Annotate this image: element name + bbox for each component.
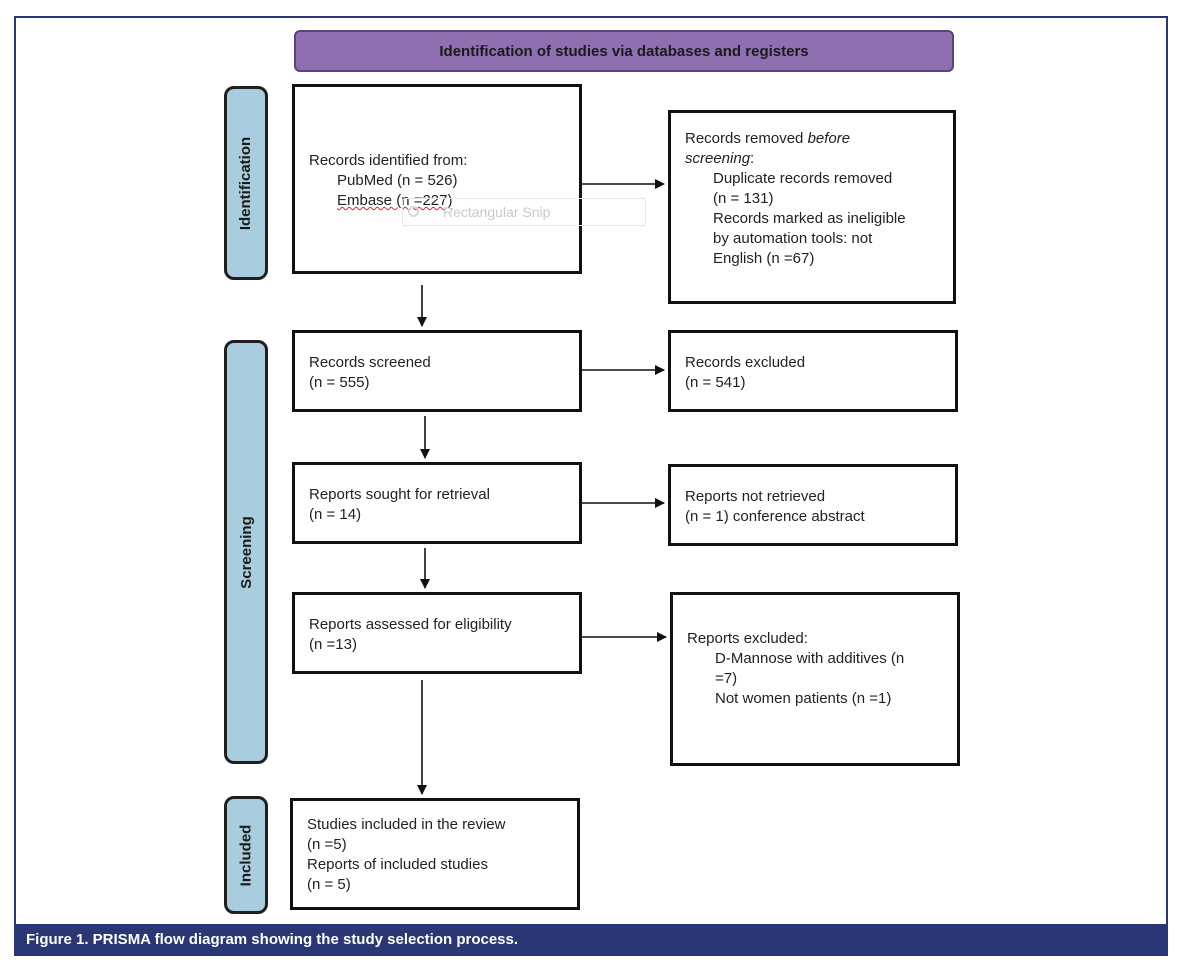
header-title: Identification of studies via databases …	[439, 42, 809, 60]
box-records-identified: Records identified from: PubMed (n = 526…	[292, 84, 582, 274]
records-removed-line3: Duplicate records removed	[713, 170, 893, 187]
reports-sought-line2: (n = 14)	[309, 506, 362, 523]
records-removed-line2-post: :	[750, 150, 755, 167]
records-removed-line1-em: before	[807, 130, 851, 147]
studies-included-line1: Studies included in the review	[307, 816, 506, 833]
studies-included-line2: (n =5)	[307, 836, 347, 853]
records-excluded-line1: Records excluded	[685, 354, 806, 371]
reports-excluded-line2: D-Mannose with additives (n	[715, 650, 905, 667]
box-records-removed: Records removed before screening: Duplic…	[668, 110, 956, 304]
box-reports-sought: Reports sought for retrieval (n = 14)	[292, 462, 582, 544]
reports-not-retrieved-line2: (n = 1) conference abstract	[685, 508, 865, 525]
records-removed-line5: Records marked as ineligible	[713, 210, 906, 227]
snip-overlay: Rectangular Snip	[402, 198, 646, 226]
reports-excluded-line3: =7)	[715, 670, 738, 687]
phase-identification: Identification	[224, 86, 268, 280]
phase-included: Included	[224, 796, 268, 914]
studies-included-line3: Reports of included studies	[307, 856, 488, 873]
snip-overlay-label: Rectangular Snip	[443, 204, 551, 220]
reports-assessed-line2: (n =13)	[309, 636, 357, 653]
box-records-screened: Records screened (n = 555)	[292, 330, 582, 412]
records-identified-line2: PubMed (n = 526)	[337, 172, 458, 189]
snip-overlay-icon	[408, 206, 419, 217]
reports-excluded-line1: Reports excluded:	[687, 630, 808, 647]
reports-sought-line1: Reports sought for retrieval	[309, 486, 490, 503]
figure-caption: Figure 1. PRISMA flow diagram showing th…	[16, 924, 1166, 954]
box-reports-not-retrieved: Reports not retrieved (n = 1) conference…	[668, 464, 958, 546]
figure-frame	[14, 16, 1168, 956]
caption-text: Figure 1. PRISMA flow diagram showing th…	[26, 930, 519, 948]
box-reports-excluded: Reports excluded: D-Mannose with additiv…	[670, 592, 960, 766]
phase-screening: Screening	[224, 340, 268, 764]
records-removed-line4: (n = 131)	[713, 190, 774, 207]
reports-excluded-line4: Not women patients (n =1)	[715, 690, 892, 707]
reports-not-retrieved-line1: Reports not retrieved	[685, 488, 826, 505]
box-reports-assessed: Reports assessed for eligibility (n =13)	[292, 592, 582, 674]
records-excluded-line2: (n = 541)	[685, 374, 746, 391]
identification-header: Identification of studies via databases …	[294, 30, 954, 72]
records-removed-line2-em: screening	[685, 150, 751, 167]
box-records-excluded: Records excluded (n = 541)	[668, 330, 958, 412]
records-removed-line1-pre: Records removed	[685, 130, 808, 147]
records-identified-line1: Records identified from:	[309, 152, 468, 169]
records-identified-line3: Embase (n =227)	[337, 192, 453, 209]
studies-included-line4: (n = 5)	[307, 876, 351, 893]
records-screened-line2: (n = 555)	[309, 374, 370, 391]
records-screened-line1: Records screened	[309, 354, 431, 371]
records-removed-line7: English (n =67)	[713, 250, 815, 267]
records-removed-line6: by automation tools: not	[713, 230, 873, 247]
box-studies-included: Studies included in the review (n =5) Re…	[290, 798, 580, 910]
reports-assessed-line1: Reports assessed for eligibility	[309, 616, 512, 633]
